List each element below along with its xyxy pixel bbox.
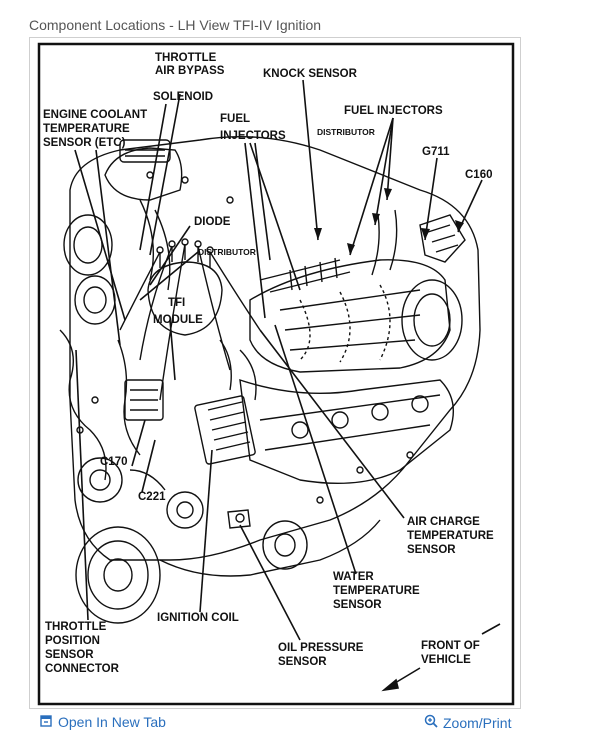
open-in-new-tab-label: Open In New Tab <box>58 714 166 730</box>
zoom-print-label: Zoom/Print <box>443 714 512 731</box>
label-c160: C160 <box>465 169 493 181</box>
label-engine-coolant-line1: ENGINE COOLANT <box>43 109 147 121</box>
diagram-border <box>37 42 515 706</box>
label-water-temp-line3: SENSOR <box>333 599 382 611</box>
label-throttle-position-line4: CONNECTOR <box>45 663 120 675</box>
label-fuel-injectors-left-line2: INJECTORS <box>220 130 286 142</box>
label-front-of-vehicle-line1: FRONT OF <box>421 640 480 652</box>
diagram-caption: Component Locations - LH View TFI-IV Ign… <box>29 17 322 33</box>
label-oil-pressure-line2: SENSOR <box>278 656 327 668</box>
leader-arrowheads <box>314 188 464 255</box>
label-throttle-position-line2: POSITION <box>45 635 100 647</box>
label-air-charge-line1: AIR CHARGE <box>407 516 480 528</box>
zoom-in-icon <box>424 714 438 731</box>
label-g711: G711 <box>422 146 450 158</box>
label-fuel-injectors-left-line1: FUEL <box>220 113 250 125</box>
label-engine-coolant-line3: SENSOR (ETC) <box>43 137 126 149</box>
diagram-frame[interactable] <box>29 37 521 709</box>
open-new-tab-icon <box>40 714 53 730</box>
label-tfi-module-line1: TFI <box>168 297 185 309</box>
label-c221: C221 <box>138 491 166 503</box>
label-front-of-vehicle-line2: VEHICLE <box>421 654 471 666</box>
label-solenoid: SOLENOID <box>153 91 213 103</box>
label-c170: C170 <box>100 456 128 468</box>
zoom-print-link[interactable]: Zoom/Print <box>424 714 511 731</box>
label-throttle-air-bypass-line1: THROTTLE <box>155 52 217 64</box>
label-air-charge-line3: SENSOR <box>407 544 456 556</box>
label-distributor-mid: DISTRIBUTOR <box>198 247 256 257</box>
label-diode: DIODE <box>194 216 231 228</box>
front-of-vehicle-arrow <box>381 623 501 692</box>
label-throttle-position-line1: THROTTLE <box>45 621 107 633</box>
label-throttle-air-bypass-line2: AIR BYPASS <box>155 65 225 77</box>
label-water-temp-line2: TEMPERATURE <box>333 585 420 597</box>
label-water-temp-line1: WATER <box>333 571 374 583</box>
leader-lines <box>74 79 483 641</box>
label-tfi-module-line2: MODULE <box>153 314 203 326</box>
label-distributor-top: DISTRIBUTOR <box>317 127 375 137</box>
label-fuel-injectors-right: FUEL INJECTORS <box>344 105 443 117</box>
label-ignition-coil: IGNITION COIL <box>157 612 239 624</box>
label-oil-pressure-line1: OIL PRESSURE <box>278 642 364 654</box>
label-throttle-position-line3: SENSOR <box>45 649 94 661</box>
label-knock-sensor: KNOCK SENSOR <box>263 68 358 80</box>
label-engine-coolant-line2: TEMPERATURE <box>43 123 130 135</box>
label-air-charge-line2: TEMPERATURE <box>407 530 494 542</box>
open-in-new-tab-link[interactable]: Open In New Tab <box>40 714 166 730</box>
